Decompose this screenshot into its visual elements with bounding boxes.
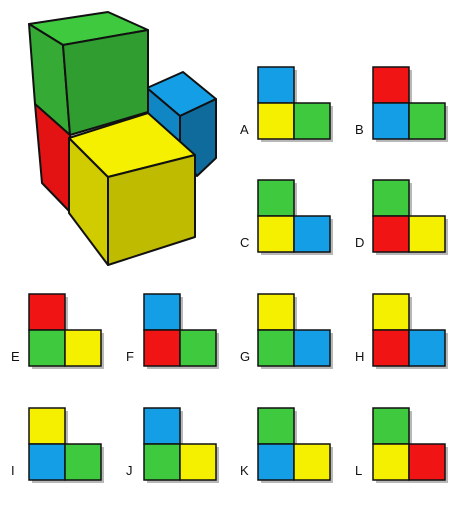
square-bottom-left-green [143, 443, 181, 481]
square-bottom-left-blue [257, 443, 295, 481]
square-top-yellow [372, 293, 410, 331]
option-h[interactable]: H [355, 293, 448, 369]
square-top-red [372, 66, 410, 104]
square-top-yellow [28, 407, 66, 445]
cube-yellow [68, 112, 196, 266]
square-top-blue [143, 407, 181, 445]
option-d[interactable]: D [355, 179, 448, 255]
cube-yellow-front [107, 154, 196, 266]
option-l[interactable]: L [355, 407, 448, 483]
square-bottom-left-red [372, 329, 410, 367]
square-bottom-left-blue [28, 443, 66, 481]
square-top-yellow [257, 293, 295, 331]
square-bottom-right-red [408, 443, 446, 481]
square-bottom-right-green [64, 443, 102, 481]
square-top-green [257, 407, 295, 445]
cube-assembly [28, 11, 217, 266]
option-i[interactable]: I [11, 407, 104, 483]
option-label: B [355, 122, 364, 137]
square-top-blue [143, 293, 181, 331]
option-j[interactable]: J [126, 407, 219, 483]
option-label: E [11, 349, 20, 364]
square-bottom-right-yellow [179, 443, 217, 481]
square-top-green [372, 407, 410, 445]
square-bottom-right-blue [293, 215, 331, 253]
option-label: H [355, 349, 364, 364]
option-label: I [11, 463, 15, 478]
square-bottom-right-yellow [64, 329, 102, 367]
square-bottom-right-yellow [408, 215, 446, 253]
option-f[interactable]: F [126, 293, 219, 369]
square-bottom-left-red [372, 215, 410, 253]
square-bottom-left-green [28, 329, 66, 367]
square-top-blue [257, 66, 295, 104]
option-label: L [355, 463, 362, 478]
square-bottom-left-yellow [257, 102, 295, 140]
option-label: J [126, 463, 133, 478]
option-a[interactable]: A [240, 66, 333, 142]
square-bottom-right-green [293, 102, 331, 140]
square-top-green [257, 179, 295, 217]
option-k[interactable]: K [240, 407, 333, 483]
square-bottom-left-red [143, 329, 181, 367]
square-bottom-right-yellow [293, 443, 331, 481]
square-bottom-left-yellow [257, 215, 295, 253]
square-bottom-right-blue [293, 329, 331, 367]
option-g[interactable]: G [240, 293, 333, 369]
square-top-green [372, 179, 410, 217]
square-bottom-left-yellow [372, 443, 410, 481]
option-c[interactable]: C [240, 179, 333, 255]
answer-options: A B C D E F G H I J K L [11, 66, 448, 483]
square-bottom-right-green [179, 329, 217, 367]
cube-green [28, 11, 149, 136]
square-bottom-left-blue [372, 102, 410, 140]
square-bottom-right-blue [408, 329, 446, 367]
option-b[interactable]: B [355, 66, 448, 142]
square-bottom-right-green [408, 102, 446, 140]
option-label: D [355, 235, 364, 250]
option-label: A [240, 122, 249, 137]
option-label: F [126, 349, 134, 364]
option-label: C [240, 235, 249, 250]
square-top-red [28, 293, 66, 331]
square-bottom-left-green [257, 329, 295, 367]
option-label: G [240, 349, 250, 364]
option-e[interactable]: E [11, 293, 104, 369]
option-label: K [240, 463, 249, 478]
